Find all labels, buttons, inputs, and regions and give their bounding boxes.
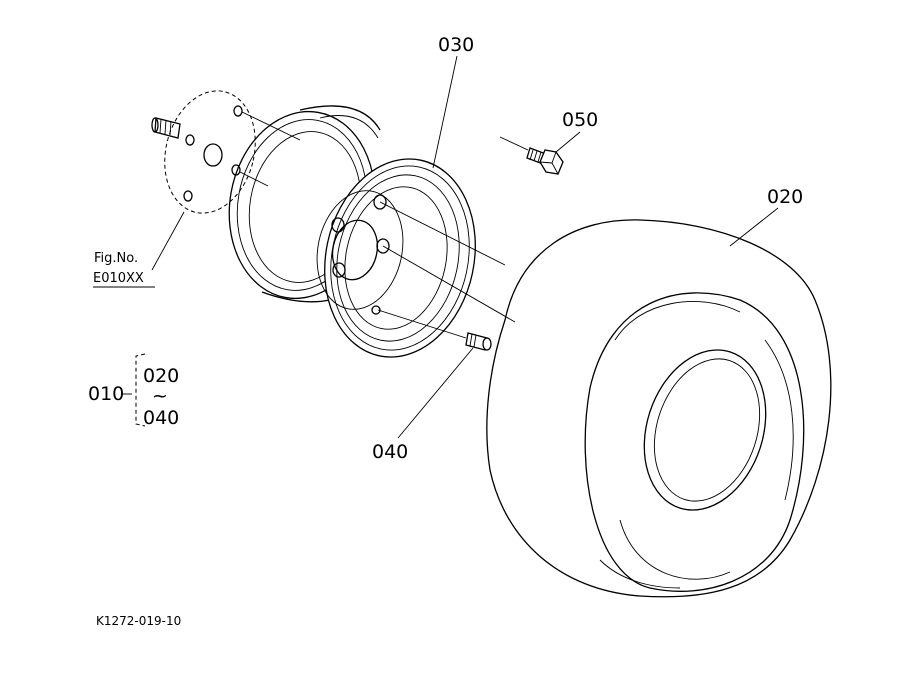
rim-bolt-hole (376, 238, 390, 254)
callout-bolt: 050 (562, 109, 598, 131)
rim-valve-hole (371, 305, 381, 315)
rim-bolt-hole (373, 194, 387, 210)
leader-rim (432, 55, 458, 169)
assembly-parent-number: 010 (88, 383, 124, 405)
assembly-group: 010 020 ~ 040 (88, 353, 179, 429)
callout-valve: 040 (372, 441, 408, 463)
leader-lines (93, 55, 779, 439)
figure-ref-label: Fig.No. (94, 251, 138, 266)
rim-bolt-hole (331, 217, 345, 233)
rim-bolt-hole (332, 262, 346, 278)
leader-tire (729, 207, 779, 247)
valve-stem (465, 332, 492, 351)
valve-stem-cap (482, 337, 492, 351)
leader-figure-ref (151, 211, 185, 271)
wheel-bolt (526, 147, 564, 175)
hub-flange-plate (164, 90, 256, 214)
callout-tire: 020 (767, 186, 803, 208)
leader-valve (397, 347, 474, 439)
rim-disc (316, 190, 404, 310)
tire-bead-opening (643, 349, 767, 511)
hub-center-hole (203, 143, 223, 167)
figure-ref-code: E010XX (93, 271, 144, 286)
assembly-first-number: 020 (143, 365, 179, 387)
callout-rim: 030 (438, 34, 474, 56)
hub-flange (151, 90, 256, 214)
tire (486, 219, 832, 598)
assembly-last-number: 040 (143, 407, 179, 429)
hub-stud-hole (183, 190, 193, 202)
leader-bolt (555, 131, 581, 153)
drawing-number: K1272-019-10 (96, 614, 181, 628)
hub-stud-hole (185, 134, 195, 146)
rim-outer-flange (324, 158, 476, 358)
hub-shaft (154, 117, 181, 139)
rim-wheel (228, 105, 476, 358)
assembly-bracket (135, 353, 146, 427)
tire-sidewall (584, 292, 805, 592)
tire-tread-outline (486, 219, 832, 598)
rim-center-bore (331, 219, 379, 281)
assembly-lines (239, 111, 529, 339)
hub-shaft-end (151, 117, 159, 133)
hub-stud-hole (233, 105, 243, 117)
assembly-range-symbol: ~ (152, 385, 168, 407)
